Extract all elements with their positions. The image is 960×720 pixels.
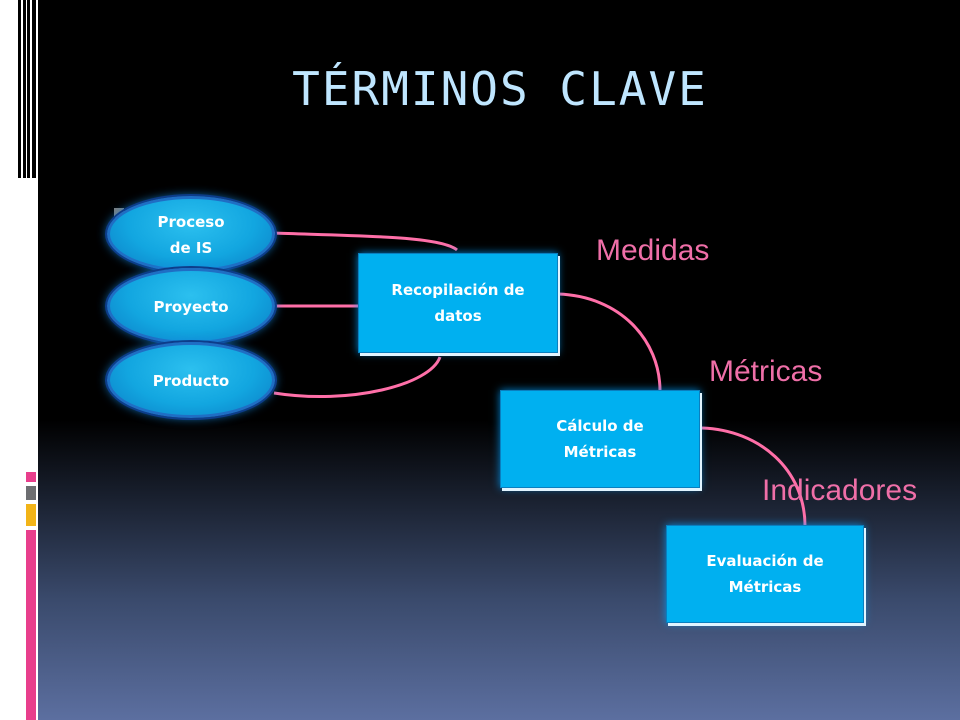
- label-medidas: Medidas: [596, 234, 710, 267]
- source-node-proceso: Proceso de IS: [107, 196, 275, 272]
- label-indicadores: Indicadores: [762, 474, 918, 507]
- source-node-proyecto: Proyecto: [107, 268, 275, 344]
- step-node-recopilacion: Recopilación de datos: [358, 253, 558, 353]
- label-metricas: Métricas: [709, 355, 823, 388]
- source-node-producto: Producto: [107, 342, 275, 418]
- step-node-label: Evaluación de Métricas: [706, 552, 824, 596]
- left-band-pink-block: [26, 472, 36, 482]
- step-node-evaluacion: Evaluación de Métricas: [666, 525, 864, 623]
- source-node-label: Proyecto: [153, 298, 229, 316]
- left-band-dark-stripe: [18, 0, 36, 178]
- source-node-label: Producto: [152, 372, 230, 390]
- step-node-calculo: Cálculo de Métricas: [500, 390, 700, 488]
- connector-producto-to-recopilacion: [273, 356, 442, 399]
- connector-recopilacion-to-calculo: [557, 292, 662, 392]
- left-band-pink-bar: [26, 530, 36, 720]
- left-band-gray-block: [26, 486, 36, 500]
- step-node-label: Cálculo de Métricas: [556, 417, 644, 461]
- connector-proceso-to-recopilacion: [271, 231, 458, 252]
- left-band-yellow-block: [26, 504, 36, 526]
- step-node-label: Recopilación de datos: [391, 281, 525, 325]
- left-decorative-band: [0, 0, 38, 720]
- slide-title: TÉRMINOS CLAVE: [292, 62, 708, 116]
- connector-calculo-to-evaluacion: [701, 426, 807, 527]
- source-node-label: Proceso de IS: [157, 213, 225, 257]
